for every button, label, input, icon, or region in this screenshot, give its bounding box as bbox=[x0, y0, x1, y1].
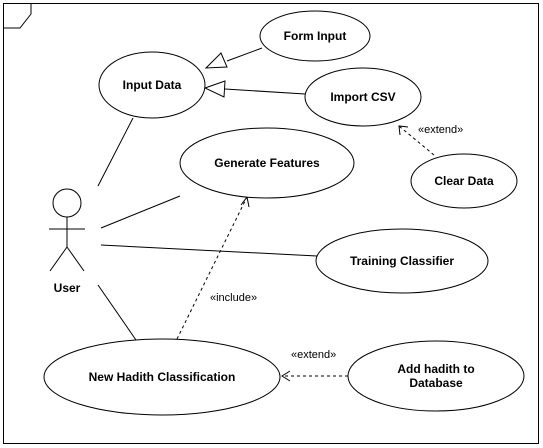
use-case-input-data-ellipse bbox=[98, 51, 206, 119]
use-case-clear-data-label: Clear Data bbox=[434, 174, 494, 188]
actor-head bbox=[52, 188, 82, 218]
extend-clear-data-arrowhead bbox=[398, 125, 409, 136]
use-case-add-hadith-ellipse bbox=[347, 340, 525, 412]
generalization-import-csv-arrowhead bbox=[203, 80, 226, 98]
association-user-input-data bbox=[97, 117, 134, 187]
use-case-form-input-label: Form Input bbox=[284, 29, 347, 43]
use-case-clear-data-ellipse bbox=[410, 153, 518, 209]
use-case-generate-features-ellipse bbox=[179, 127, 355, 199]
use-case-generate-features[interactable]: Generate Features bbox=[179, 127, 355, 199]
generalization-import-csv-line bbox=[224, 88, 306, 95]
use-case-import-csv-ellipse bbox=[304, 67, 422, 127]
actor-label: User bbox=[54, 281, 81, 295]
use-case-new-hadith-classification-ellipse bbox=[43, 338, 281, 416]
use-case-generate-features-label: Generate Features bbox=[214, 156, 320, 170]
include-generate-features-line bbox=[176, 196, 248, 340]
generalization-form-input-arrowhead bbox=[204, 52, 228, 69]
association-user-generate-features bbox=[100, 195, 181, 229]
use-case-form-input[interactable]: Form Input bbox=[259, 10, 371, 62]
extend-clear-data-line bbox=[398, 125, 435, 156]
frame-tab bbox=[3, 3, 32, 29]
use-case-form-input-ellipse bbox=[259, 10, 371, 62]
extend-add-hadith-arrowhead bbox=[281, 370, 291, 382]
extend-add-hadith-label: «extend» bbox=[291, 349, 336, 361]
use-case-add-hadith-to-database[interactable]: Add hadith to Database bbox=[347, 340, 525, 412]
use-case-clear-data[interactable]: Clear Data bbox=[410, 153, 518, 209]
use-case-new-hadith-classification-label: New Hadith Classification bbox=[89, 370, 236, 384]
use-case-new-hadith-classification[interactable]: New Hadith Classification bbox=[43, 338, 281, 416]
association-user-new-hadith-classification bbox=[97, 284, 137, 341]
actor-left-leg bbox=[49, 246, 68, 272]
use-case-import-csv-label: Import CSV bbox=[330, 90, 395, 104]
include-generate-features-label: «include» bbox=[210, 292, 257, 304]
use-case-input-data-label: Input Data bbox=[123, 78, 182, 92]
use-case-add-hadith-label-line1: Add hadith to bbox=[397, 362, 474, 376]
generalization-form-input-line bbox=[226, 47, 263, 62]
use-case-input-data[interactable]: Input Data bbox=[98, 51, 206, 119]
use-case-training-classifier-label: Training Classifier bbox=[350, 254, 454, 268]
extend-clear-data-label: «extend» bbox=[418, 124, 463, 136]
actor-right-leg bbox=[66, 246, 85, 272]
use-case-training-classifier[interactable]: Training Classifier bbox=[315, 228, 489, 294]
actor-user[interactable]: User bbox=[49, 188, 85, 295]
use-case-add-hadith-label-line2: Database bbox=[409, 376, 463, 390]
use-case-import-csv[interactable]: Import CSV bbox=[304, 67, 422, 127]
association-user-training-classifier bbox=[100, 244, 318, 257]
diagram-frame bbox=[3, 3, 539, 444]
use-case-training-classifier-ellipse bbox=[315, 228, 489, 294]
